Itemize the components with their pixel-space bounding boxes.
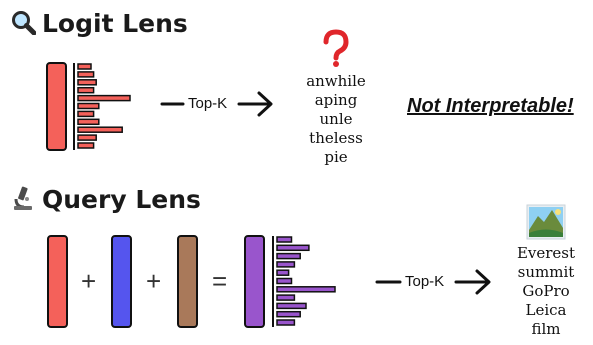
distribution-bar [77, 110, 95, 118]
distribution-bar [276, 310, 301, 318]
distribution-bar [276, 302, 307, 310]
query-lens-title-text: Query Lens [42, 185, 201, 214]
distribution-bar [276, 294, 296, 301]
distribution-bar [77, 86, 95, 94]
query-vector-red [47, 235, 68, 328]
magnifying-glass-icon [10, 9, 37, 41]
distribution-bar [276, 277, 293, 285]
distribution-bar [276, 286, 336, 293]
distribution-bar [276, 236, 293, 243]
not-interpretable-label: Not Interpretable! [407, 95, 574, 117]
logit-vector [46, 62, 67, 151]
distribution-bar [77, 142, 95, 149]
logit-lens-title: Logit Lens [10, 9, 188, 41]
distribution-bar [276, 319, 296, 326]
distribution-bar [77, 126, 123, 133]
microscope-icon [10, 185, 36, 217]
distribution-bar [77, 102, 100, 110]
distribution-bar [77, 63, 92, 70]
query-lens-title: Query Lens [10, 185, 201, 217]
query-vector-brown [177, 235, 198, 328]
logit-topk-arrow [160, 91, 273, 117]
query-token-list: Everest summit GoPro Leica film [506, 244, 586, 339]
token: anwhile [306, 72, 366, 90]
token: unle [319, 110, 353, 128]
token: pie [324, 148, 348, 166]
distribution-bar [77, 134, 97, 141]
token: theless [309, 129, 363, 147]
distribution-bar [276, 269, 290, 276]
distribution-bar [77, 118, 100, 126]
distribution-bar [276, 252, 301, 260]
distribution-bar [77, 94, 131, 102]
token: Everest [516, 244, 576, 262]
distribution-bar [77, 71, 95, 78]
landscape-photo-icon [526, 204, 566, 240]
token: film [531, 320, 561, 338]
token: GoPro [522, 282, 570, 300]
plus-operator: + [146, 266, 162, 296]
token: summit [517, 263, 575, 281]
distribution-bar [77, 79, 97, 86]
logit-lens-title-text: Logit Lens [42, 9, 188, 38]
query-bar-group [276, 236, 336, 326]
plus-operator: + [81, 266, 97, 296]
red-question-mark-icon [323, 29, 349, 67]
query-vector-blue [111, 235, 132, 328]
token: Leica [525, 301, 567, 319]
logit-bar-group [77, 63, 131, 149]
query-topk-arrow [375, 269, 491, 295]
query-topk-label: Top-K [405, 273, 445, 290]
distribution-bar [276, 261, 296, 268]
query-result-vector [244, 235, 265, 328]
logit-topk-label: Top-K [188, 95, 228, 112]
distribution-bar [276, 244, 310, 252]
token: aping [314, 91, 358, 109]
equals-operator: = [212, 266, 228, 296]
logit-token-list: anwhile aping unle theless pie [296, 72, 376, 167]
